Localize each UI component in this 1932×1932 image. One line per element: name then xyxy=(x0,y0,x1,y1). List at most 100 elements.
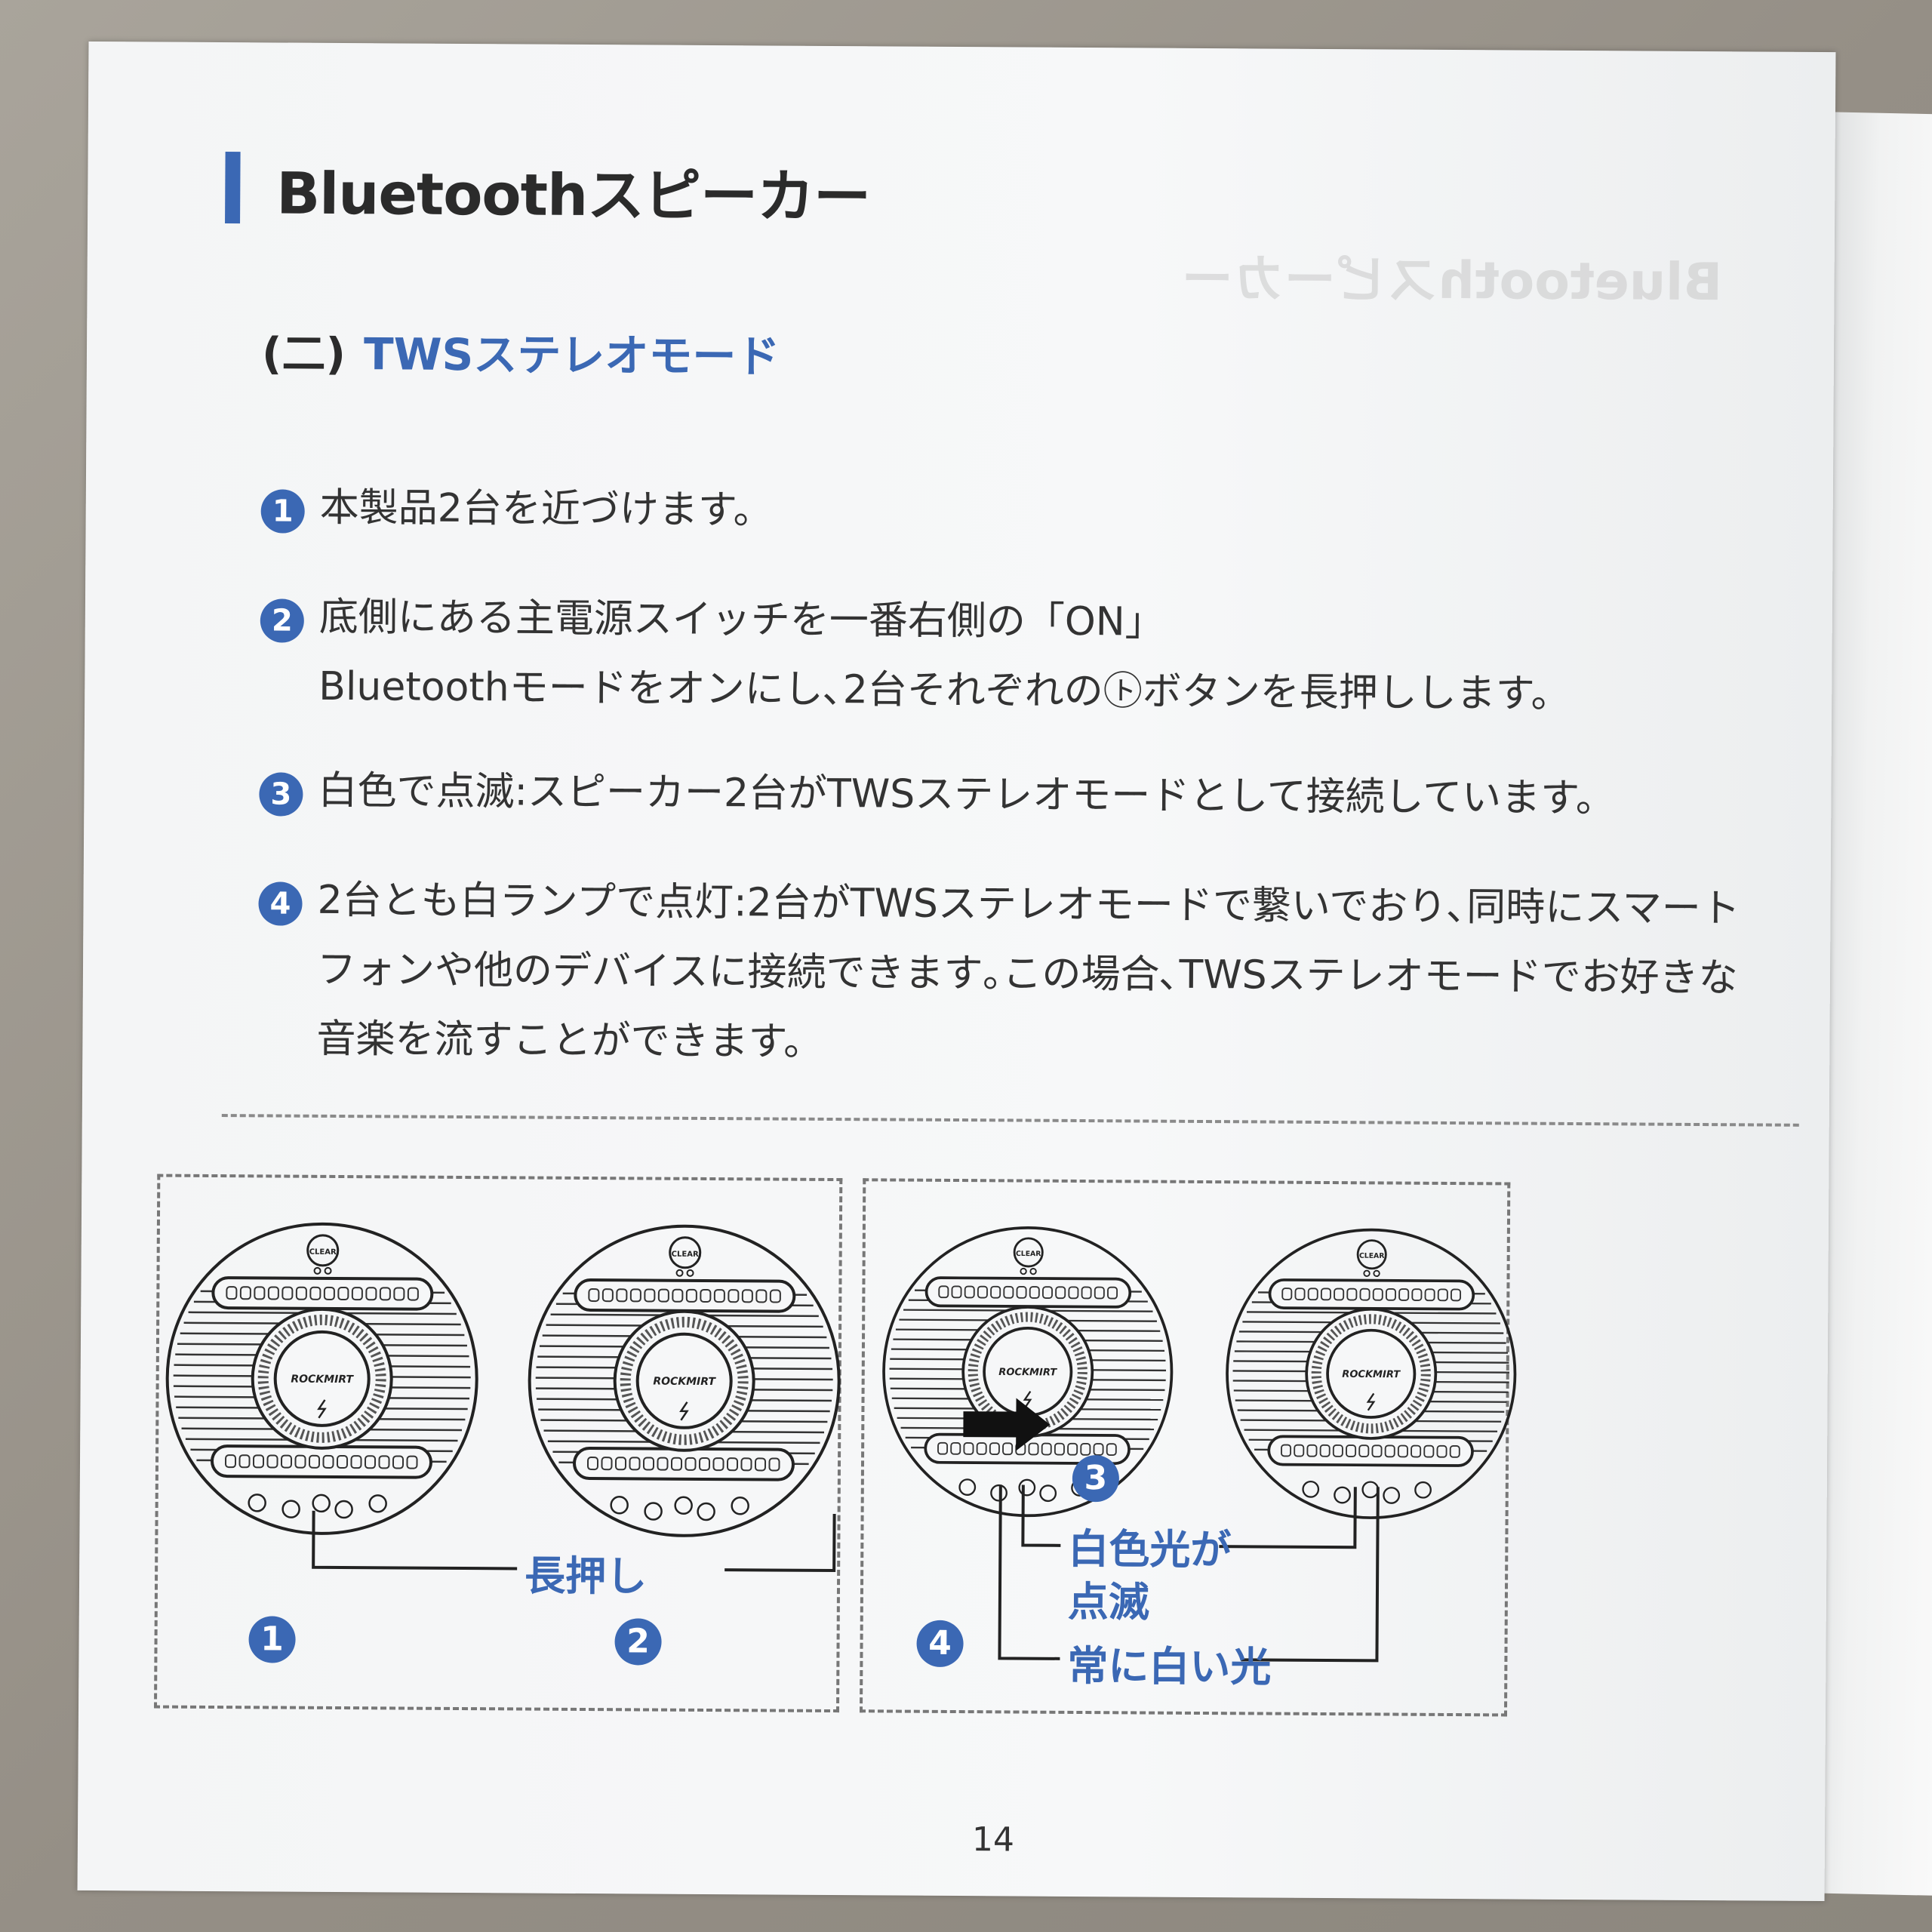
led-segment xyxy=(294,1454,306,1469)
led-segment xyxy=(712,1457,724,1472)
led-segment xyxy=(1320,1287,1331,1301)
brand-logo: ROCKMIRT xyxy=(998,1367,1057,1378)
led-segment xyxy=(1002,1442,1014,1456)
clear-button-label: CLEAR xyxy=(309,1248,337,1257)
led-segment xyxy=(1106,1443,1117,1456)
led-segment xyxy=(644,1288,656,1303)
led-segment xyxy=(1346,1287,1358,1301)
led-segment xyxy=(1041,1442,1052,1456)
clear-button-label: CLEAR xyxy=(1016,1250,1041,1258)
clear-button-label: CLEAR xyxy=(1359,1252,1385,1260)
control-button-icon xyxy=(1414,1481,1432,1499)
indicator-dot xyxy=(1029,1267,1037,1275)
led-segment xyxy=(308,1454,321,1469)
led-segment xyxy=(963,1442,974,1455)
led-segment xyxy=(601,1288,614,1303)
led-segment xyxy=(1281,1444,1292,1457)
led-segment xyxy=(964,1285,975,1299)
led-segment xyxy=(1397,1444,1408,1458)
led-segment xyxy=(672,1288,684,1303)
led-segment xyxy=(295,1286,307,1300)
label-long-press: 長押し xyxy=(524,1552,648,1601)
led-segment xyxy=(1003,1285,1014,1299)
control-button-icon xyxy=(1039,1484,1057,1503)
led-segment xyxy=(1371,1444,1383,1458)
panel-number-3: 3 xyxy=(1072,1454,1120,1503)
led-segment xyxy=(728,1289,740,1303)
clear-button-icon xyxy=(669,1236,702,1269)
led-segment xyxy=(350,1455,362,1469)
panel-number-2: 2 xyxy=(614,1618,662,1666)
arrow-right-icon xyxy=(963,1398,1051,1451)
led-segment xyxy=(252,1454,265,1469)
led-segment xyxy=(1281,1287,1293,1300)
clear-button-icon xyxy=(1356,1239,1387,1270)
led-segment xyxy=(238,1454,251,1469)
led-segment xyxy=(1028,1442,1039,1456)
led-segment xyxy=(1346,1444,1357,1457)
led-segment xyxy=(226,1286,238,1300)
led-segment xyxy=(1094,1286,1105,1300)
led-segment xyxy=(239,1286,251,1300)
panel-number-4: 4 xyxy=(916,1620,964,1668)
led-segment xyxy=(224,1454,237,1469)
center-ring-dots xyxy=(968,1312,1088,1432)
page-number: 14 xyxy=(971,1820,1015,1860)
led-segment xyxy=(337,1287,349,1301)
led-segment xyxy=(1068,1286,1079,1300)
led-segment xyxy=(657,1457,669,1471)
control-button-icon xyxy=(990,1484,1008,1502)
led-segment xyxy=(322,1454,334,1469)
control-button-icon xyxy=(644,1502,663,1521)
panel-number-1: 1 xyxy=(248,1616,296,1663)
led-segment xyxy=(1016,1286,1027,1299)
speaker-illustration-3: ROCKMIRT CLEAR xyxy=(882,1226,1174,1518)
led-segment xyxy=(1319,1444,1331,1457)
clear-button-label: CLEAR xyxy=(672,1251,699,1259)
led-segment xyxy=(629,1457,641,1471)
control-button-icon xyxy=(1018,1478,1036,1497)
led-segment xyxy=(1093,1443,1104,1456)
speaker-body xyxy=(165,1222,478,1535)
led-segment xyxy=(1423,1444,1435,1458)
led-segment xyxy=(951,1285,962,1299)
led-segment xyxy=(393,1287,405,1301)
led-segment xyxy=(392,1455,405,1469)
center-ring-dots xyxy=(620,1316,749,1445)
clear-button-icon xyxy=(1013,1237,1044,1268)
center-ring-inner xyxy=(273,1330,371,1427)
indicator-dot xyxy=(1363,1269,1371,1277)
led-segment xyxy=(1398,1288,1410,1301)
center-ring-dots xyxy=(257,1314,386,1443)
led-segment xyxy=(1332,1444,1343,1457)
center-ring-inner xyxy=(635,1332,733,1429)
speaker-body xyxy=(528,1224,841,1537)
led-segment xyxy=(1424,1288,1435,1302)
control-button-icon xyxy=(697,1502,715,1521)
led-segment xyxy=(267,1286,279,1300)
led-segment xyxy=(950,1441,961,1455)
led-segment xyxy=(1359,1287,1371,1301)
indicator-dot xyxy=(324,1266,332,1275)
label-solid-white: 常に白い光 xyxy=(1067,1641,1272,1691)
led-segment xyxy=(700,1288,712,1303)
control-button-icon xyxy=(731,1497,749,1515)
control-button-icon xyxy=(674,1496,693,1515)
indicator-dot xyxy=(1373,1269,1380,1278)
led-segment xyxy=(1107,1286,1118,1300)
charge-icon xyxy=(679,1401,689,1421)
led-segment xyxy=(309,1286,321,1300)
led-segment xyxy=(938,1285,949,1299)
led-segment xyxy=(740,1457,752,1472)
control-button-icon xyxy=(248,1494,266,1512)
led-segment xyxy=(685,1288,697,1303)
led-segment xyxy=(601,1457,613,1471)
speaker-body xyxy=(882,1226,1174,1518)
led-segment xyxy=(1384,1444,1395,1458)
led-segment xyxy=(989,1442,1000,1456)
led-segment xyxy=(1029,1286,1040,1299)
led-segment xyxy=(364,1455,377,1469)
led-segment xyxy=(1334,1287,1345,1301)
center-ring-dots xyxy=(1311,1314,1431,1434)
